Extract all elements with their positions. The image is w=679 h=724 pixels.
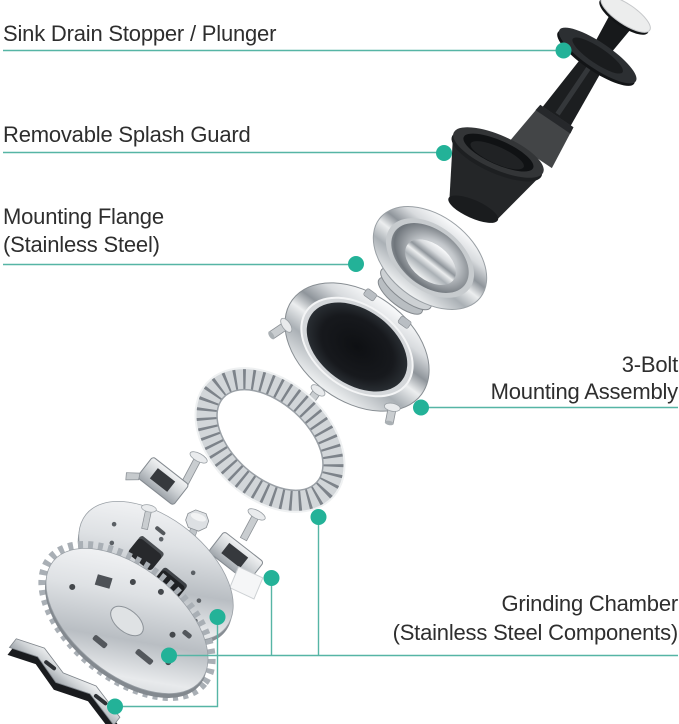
assembly-bolt <box>268 317 293 340</box>
leader-dot-shredder-plate <box>209 609 226 625</box>
label-text-line2: (Stainless Steel Components) <box>392 620 679 645</box>
connector-lines <box>3 49 678 708</box>
flathead-bolt <box>239 508 266 542</box>
mounting-lug <box>125 457 189 505</box>
mounting-lug <box>209 532 264 600</box>
leader-dot-slotted-ring <box>310 509 327 525</box>
leader-dot-mounting-flange <box>348 256 364 272</box>
leader-dot-grinding-disc <box>161 647 177 664</box>
plunger-graphic <box>510 0 651 169</box>
leader-dot-splash-guard <box>436 145 452 161</box>
three-bolt-assembly-graphic <box>268 282 430 426</box>
leader-dot-mounting-assembly <box>413 399 429 416</box>
assembly-bolt <box>384 402 401 426</box>
label-text-line2: Mounting Assembly <box>490 379 679 404</box>
leader-dots <box>107 42 572 715</box>
mounting-bracket-graphic <box>7 638 121 724</box>
label-text-line1: 3-Bolt <box>621 352 678 377</box>
label-text-line1: Grinding Chamber <box>501 591 678 616</box>
label-text-line1: Mounting Flange <box>3 204 164 229</box>
label-text: Sink Drain Stopper / Plunger <box>3 21 277 46</box>
leader-dot-lug <box>263 570 280 586</box>
label-three-bolt-mounting-assembly: 3-Bolt Mounting Assembly <box>490 351 679 405</box>
label-grinding-chamber: Grinding Chamber (Stainless Steel Compon… <box>392 589 679 647</box>
connector-bracket <box>115 617 219 708</box>
label-text-line2: (Stainless Steel) <box>3 232 160 257</box>
label-sink-drain-stopper: Sink Drain Stopper / Plunger <box>3 20 276 48</box>
plate-bolt <box>141 504 157 530</box>
splash-guard-graphic <box>448 127 544 223</box>
leader-dot-plunger <box>555 42 572 59</box>
hex-bolt <box>185 509 210 543</box>
label-text: Removable Splash Guard <box>3 122 251 147</box>
label-mounting-flange: Mounting Flange (Stainless Steel) <box>3 203 164 259</box>
mounting-flange-graphic <box>372 206 488 315</box>
leader-dot-bracket <box>107 698 123 715</box>
slotted-ring-graphic <box>194 367 346 513</box>
label-removable-splash-guard: Removable Splash Guard <box>3 121 251 149</box>
